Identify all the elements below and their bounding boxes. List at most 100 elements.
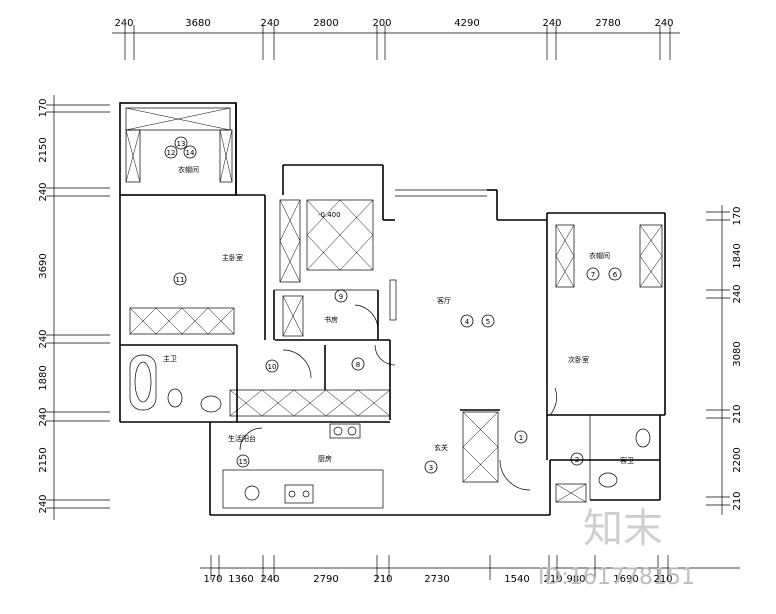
marker-circle (164, 145, 178, 159)
dim-left-1: 170 (38, 98, 49, 117)
washer (244, 485, 260, 501)
stair-level: -0.400 (318, 211, 341, 219)
marker-9: 9 (339, 293, 343, 301)
room-study: 书房 (324, 315, 338, 324)
dim-top-6: 4290 (454, 18, 479, 29)
dim-top-3: 240 (260, 18, 279, 29)
doors (239, 304, 557, 491)
marker-circle (174, 136, 188, 150)
dim-right-1: 170 (732, 206, 743, 225)
marker-circle (351, 357, 365, 371)
watermark: 知末 ID:161778151 (538, 506, 695, 590)
dim-bottom-5: 210 (373, 574, 392, 585)
dim-right-4: 3080 (732, 341, 743, 366)
casework (125, 107, 663, 509)
marker-8: 8 (356, 361, 360, 369)
watermark-logo: 知末 (583, 506, 663, 552)
dim-left-5: 240 (38, 329, 49, 348)
marker-6: 6 (613, 271, 618, 279)
marker-circle (608, 267, 622, 281)
tv-unit (389, 279, 397, 321)
room-entry: 玄关 (434, 443, 448, 452)
marker-12: 12 (167, 149, 176, 157)
guest-basin (598, 472, 618, 488)
marker-circle (424, 460, 438, 474)
dim-bottom-3: 240 (260, 574, 279, 585)
dim-left-6: 1880 (38, 365, 49, 390)
toilet (167, 388, 183, 408)
dim-right-5: 210 (732, 404, 743, 423)
dim-right-3: 240 (732, 284, 743, 303)
room-secondary-wardrobe: 衣帽间 (589, 251, 610, 260)
marker-2: 2 (575, 456, 579, 464)
bathtub (129, 354, 157, 411)
dimension-right: 170 1840 240 3080 210 2200 210 (706, 205, 743, 515)
marker-circle (570, 452, 584, 466)
dim-bottom-6: 2730 (424, 574, 449, 585)
dim-top-5: 200 (372, 18, 391, 29)
dim-left-3: 240 (38, 182, 49, 201)
room-kitchen: 厨房 (318, 454, 332, 463)
room-master-bedroom: 主卧室 (222, 253, 243, 262)
marker-circle (183, 145, 197, 159)
dim-left-2: 2150 (38, 137, 49, 162)
marker-circle (481, 314, 495, 328)
room-labels: 衣帽间 主卧室 -0.400 书房 主卫 客厅 厨房 生活阳台 衣帽间 次卧室 … (163, 165, 634, 465)
dim-right-6: 2200 (732, 447, 743, 472)
marker-11: 11 (176, 276, 185, 284)
dim-left-9: 240 (38, 494, 49, 513)
marker-circle (236, 454, 250, 468)
dim-bottom-1: 170 (203, 574, 222, 585)
dim-top-2: 3680 (185, 18, 210, 29)
marker-circle (173, 272, 187, 286)
dimension-top: 240 3680 240 2800 200 4290 240 2780 240 (112, 18, 680, 60)
room-balcony: 生活阳台 (228, 434, 256, 443)
marker-4: 4 (465, 318, 470, 326)
cross-hatch (125, 107, 663, 503)
marker-circle (586, 267, 600, 281)
dim-bottom-2: 1360 (228, 574, 253, 585)
dim-top-1: 240 (114, 18, 133, 29)
marker-3: 3 (429, 464, 433, 472)
dim-bottom-8: 210 (543, 574, 562, 585)
marker-circle (265, 359, 279, 373)
dim-left-7: 240 (38, 407, 49, 426)
dim-top-7: 240 (542, 18, 561, 29)
stove (284, 484, 314, 504)
walls (119, 102, 666, 516)
dim-top-9: 240 (654, 18, 673, 29)
kitchen-sink (329, 423, 361, 439)
dim-bottom-4: 2790 (313, 574, 338, 585)
marker-10: 10 (268, 363, 277, 371)
dim-right-2: 1840 (732, 243, 743, 268)
room-master-wardrobe: 衣帽间 (178, 165, 199, 174)
dimension-bottom: 170 1360 240 2790 210 2730 1540 210 980 … (200, 555, 740, 585)
watermark-id: ID:161778151 (538, 565, 695, 590)
dimension-left: 170 2150 240 3690 240 1880 240 2150 240 (38, 95, 110, 520)
room-master-bath: 主卫 (163, 354, 177, 363)
dim-bottom-10: 1690 (613, 574, 638, 585)
markers: 1 2 3 4 5 6 7 8 9 10 11 12 13 14 15 (164, 136, 622, 474)
dim-bottom-9: 980 (566, 574, 585, 585)
marker-15: 15 (239, 458, 248, 466)
marker-circle (460, 314, 474, 328)
room-guest-bath: 客卫 (620, 456, 634, 465)
marker-1: 1 (519, 434, 523, 442)
marker-14: 14 (186, 149, 195, 157)
dim-left-8: 2150 (38, 447, 49, 472)
marker-circle (334, 289, 348, 303)
dim-top-4: 2800 (313, 18, 338, 29)
marker-5: 5 (486, 318, 490, 326)
marker-circle (514, 430, 528, 444)
dim-bottom-11: 210 (653, 574, 672, 585)
dim-right-7: 210 (732, 491, 743, 510)
dim-top-8: 2780 (595, 18, 620, 29)
room-hall: 客厅 (437, 296, 451, 305)
room-secondary-bedroom: 次卧室 (568, 355, 589, 364)
dim-bottom-7: 1540 (504, 574, 529, 585)
marker-7: 7 (591, 271, 595, 279)
fixtures (129, 279, 651, 504)
basin (200, 395, 222, 413)
guest-toilet (635, 428, 651, 448)
